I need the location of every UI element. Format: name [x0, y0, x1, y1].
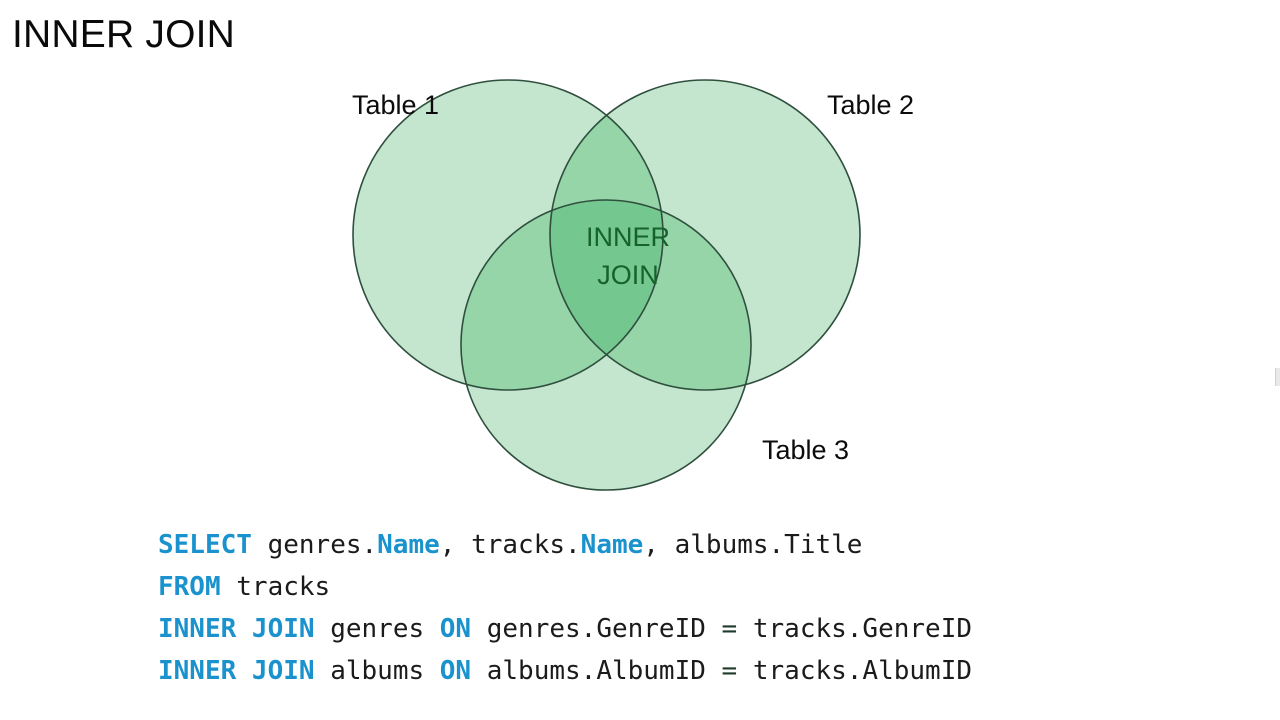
sql-token: genres.: [251, 530, 378, 560]
venn-diagram: Table 1 Table 2 Table 3 INNER JOIN: [350, 70, 914, 510]
sql-token: genres: [314, 614, 440, 644]
venn-label-table2: Table 2: [827, 90, 915, 120]
sql-line-2: FROM tracks: [158, 566, 972, 608]
sql-code-block: SELECT genres.Name, tracks.Name, albums.…: [158, 524, 972, 692]
venn-diagram-svg: [352, 79, 861, 491]
sql-token: , albums.Title: [643, 530, 863, 560]
scrollbar-artifact[interactable]: [1275, 368, 1280, 386]
sql-token: =: [721, 656, 738, 686]
venn-label-table3: Table 3: [762, 435, 850, 465]
venn-overlap-all: [550, 200, 663, 390]
venn-circle-table3-outline: [460, 199, 752, 491]
sql-token: tracks.AlbumID: [737, 656, 973, 686]
sql-token: Name: [377, 530, 440, 560]
sql-token: INNER JOIN: [158, 614, 315, 644]
sql-token: ON: [439, 656, 472, 686]
sql-token: FROM: [158, 572, 221, 602]
sql-line-1: SELECT genres.Name, tracks.Name, albums.…: [158, 524, 972, 566]
sql-token: SELECT: [158, 530, 252, 560]
sql-token: genres.GenreID: [471, 614, 722, 644]
sql-token: tracks.GenreID: [737, 614, 973, 644]
venn-circle-table1-outline: [352, 79, 664, 391]
page-title: INNER JOIN: [12, 13, 236, 56]
sql-token: INNER JOIN: [158, 656, 315, 686]
venn-circle-table2-outline: [549, 79, 861, 391]
sql-token: =: [721, 614, 738, 644]
venn-label-table1: Table 1: [352, 90, 440, 120]
sql-line-3: INNER JOIN genres ON genres.GenreID = tr…: [158, 608, 972, 650]
sql-token: , tracks.: [439, 530, 581, 560]
sql-token: albums.AlbumID: [471, 656, 722, 686]
sql-token: tracks: [220, 572, 331, 602]
sql-token: Name: [580, 530, 644, 560]
sql-line-4: INNER JOIN albums ON albums.AlbumID = tr…: [158, 650, 972, 692]
sql-token: ON: [439, 614, 472, 644]
sql-token: albums: [314, 656, 440, 686]
